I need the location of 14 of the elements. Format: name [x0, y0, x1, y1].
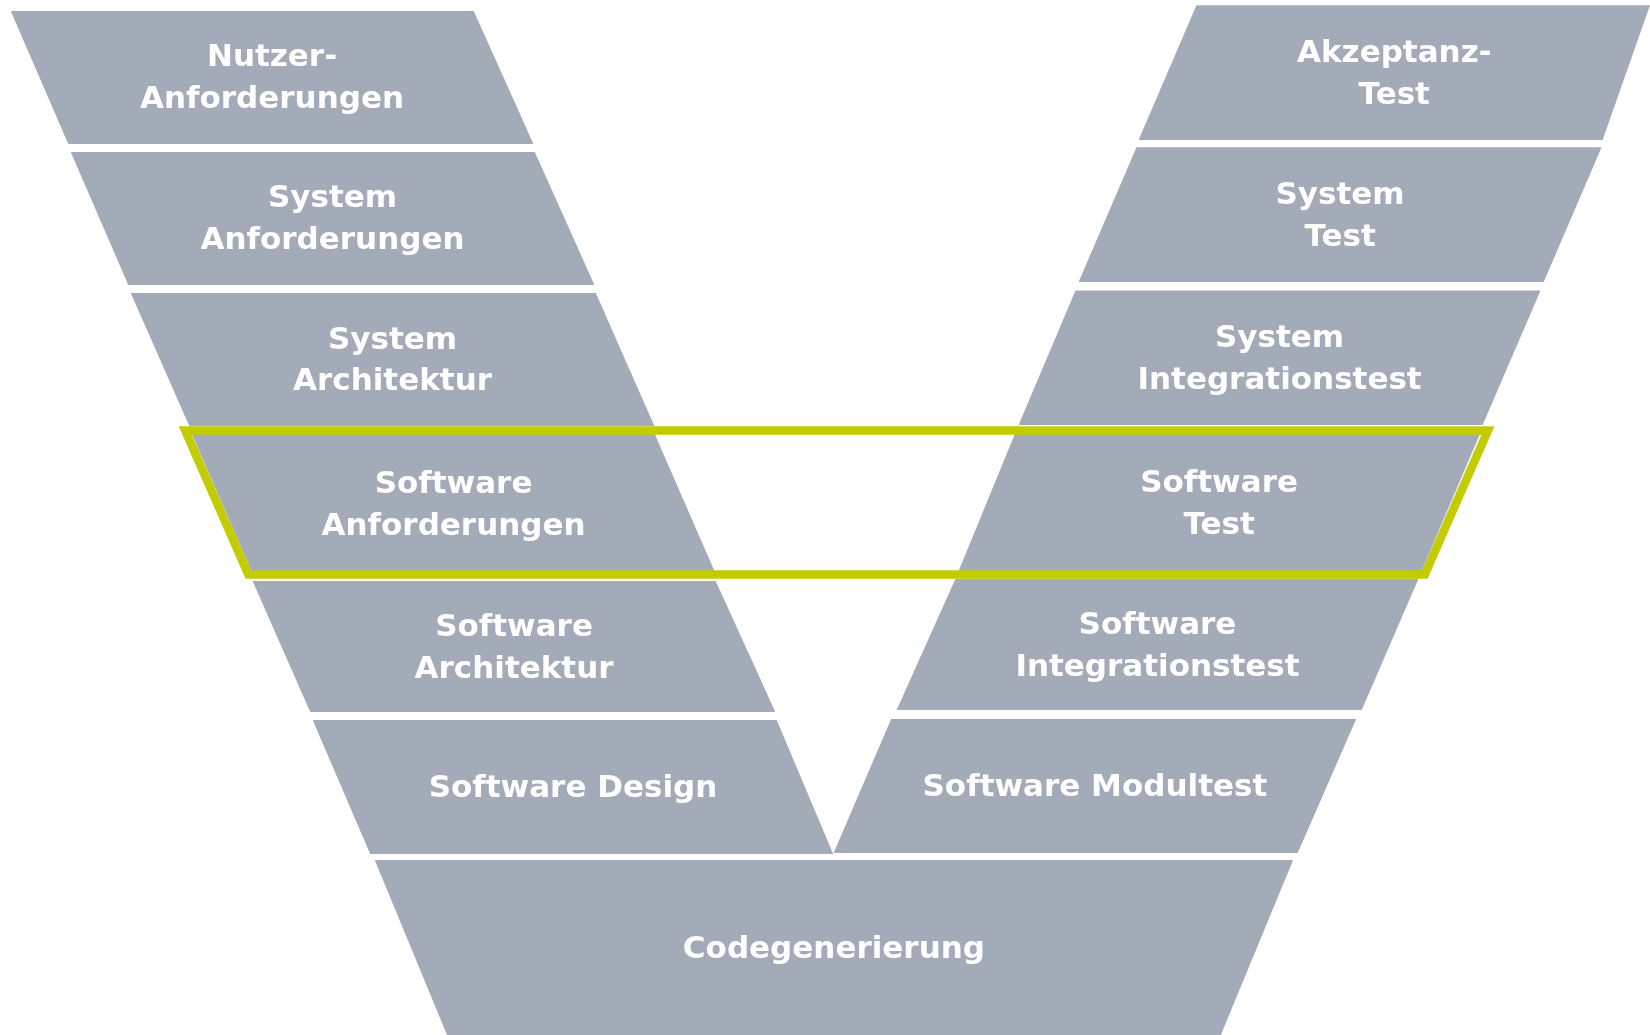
- phase-label: System Test: [1275, 173, 1405, 255]
- phase-label: Nutzer- Anforderungen: [139, 36, 405, 118]
- phase-label: Codegenerierung: [682, 927, 985, 967]
- phase-label: Software Design: [428, 767, 718, 807]
- phase-label: System Integrationstest: [1137, 316, 1422, 398]
- phase-label: Software Test: [1140, 462, 1298, 543]
- phase-label: Software Architektur: [414, 605, 614, 687]
- phase-label: Software Anforderungen: [321, 462, 586, 544]
- phase-label: Software Modultest: [922, 766, 1268, 806]
- phase-parallelogram: [1138, 5, 1650, 140]
- phase-label: Akzeptanz- Test: [1297, 31, 1492, 113]
- phase-label: Software Integrationstest: [1015, 603, 1300, 685]
- phase-label: System Architektur: [293, 318, 492, 400]
- phase-label: System Anforderungen: [200, 177, 465, 259]
